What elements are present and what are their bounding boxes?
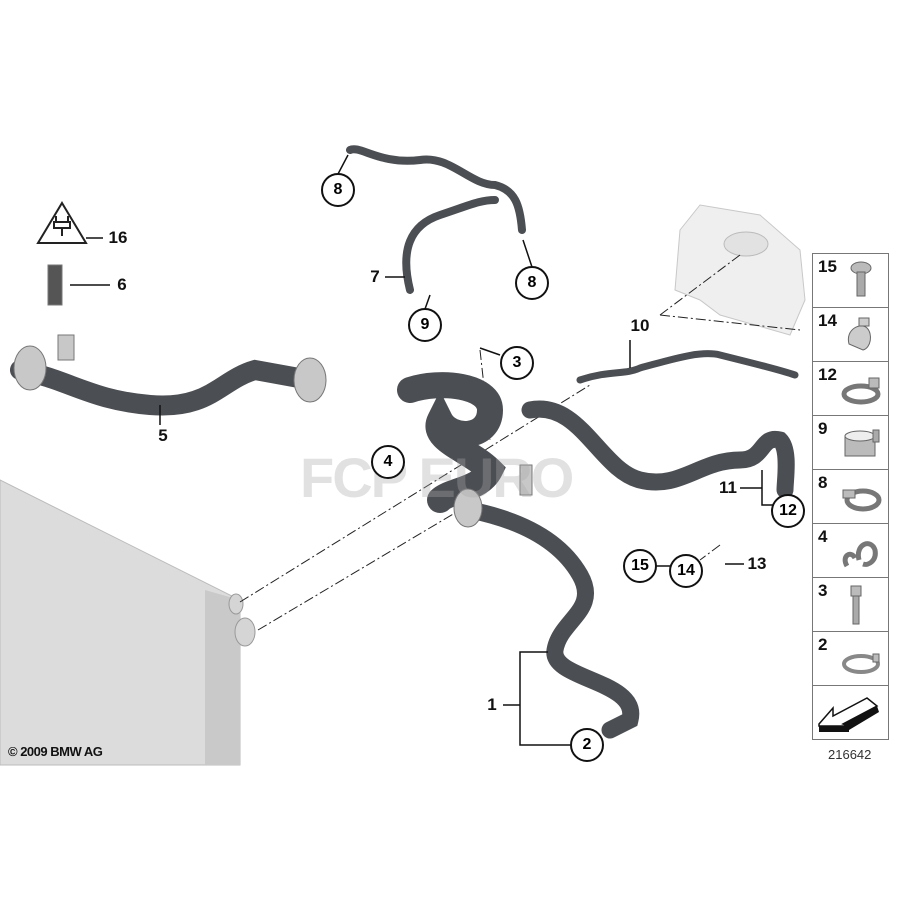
- watermark: FCP EURO: [300, 446, 574, 509]
- legend-item-9[interactable]: 9: [813, 416, 888, 470]
- hose-clamp-icon: [844, 429, 880, 457]
- legend-item-15[interactable]: 15: [813, 254, 888, 308]
- parts-legend: 15 14 12 9 8 4 3 2: [812, 253, 889, 740]
- callout-7[interactable]: 7: [370, 267, 380, 286]
- callout-16[interactable]: 16: [108, 228, 128, 247]
- callout-2[interactable]: 2: [570, 728, 604, 762]
- hoses: [10, 145, 799, 739]
- legend-item-direction: [813, 686, 888, 739]
- legend-item-8[interactable]: 8: [813, 470, 888, 524]
- callout-6[interactable]: 6: [117, 275, 127, 294]
- callout-5[interactable]: 5: [158, 426, 168, 445]
- hose-clamp-icon: [842, 488, 882, 512]
- callout-13[interactable]: 13: [747, 554, 767, 573]
- legend-item-3[interactable]: 3: [813, 578, 888, 632]
- callout-9[interactable]: 9: [408, 308, 442, 342]
- legend-item-2[interactable]: 2: [813, 632, 888, 686]
- callout-15[interactable]: 15: [623, 549, 657, 583]
- callout-12[interactable]: 12: [771, 494, 805, 528]
- diagram-number: 216642: [828, 747, 872, 762]
- screw-icon: [850, 261, 872, 297]
- callout-1[interactable]: 1: [487, 695, 497, 714]
- legend-item-12[interactable]: 12: [813, 362, 888, 416]
- clip-icon: [847, 317, 871, 351]
- callout-3[interactable]: 3: [500, 346, 534, 380]
- callout-11[interactable]: 11: [719, 478, 737, 497]
- legend-item-4[interactable]: 4: [813, 524, 888, 578]
- direction-arrow-icon: [818, 697, 879, 732]
- radiator: [0, 479, 256, 766]
- legend-item-14[interactable]: 14: [813, 308, 888, 362]
- callout-4[interactable]: 4: [371, 445, 405, 479]
- warning-triangle-icon: [36, 201, 88, 244]
- holder-icon: [842, 541, 878, 568]
- callout-8[interactable]: 8: [321, 173, 355, 207]
- hose-clamp-icon: [842, 653, 880, 674]
- expansion-tank: [674, 204, 806, 336]
- callout-14[interactable]: 14: [669, 554, 703, 588]
- callout-8[interactable]: 8: [515, 266, 549, 300]
- callout-10[interactable]: 10: [630, 316, 650, 335]
- bolt-icon: [850, 585, 862, 625]
- hose-clamp-icon: [841, 377, 881, 405]
- copyright-text: © 2009 BMW AG: [8, 744, 103, 759]
